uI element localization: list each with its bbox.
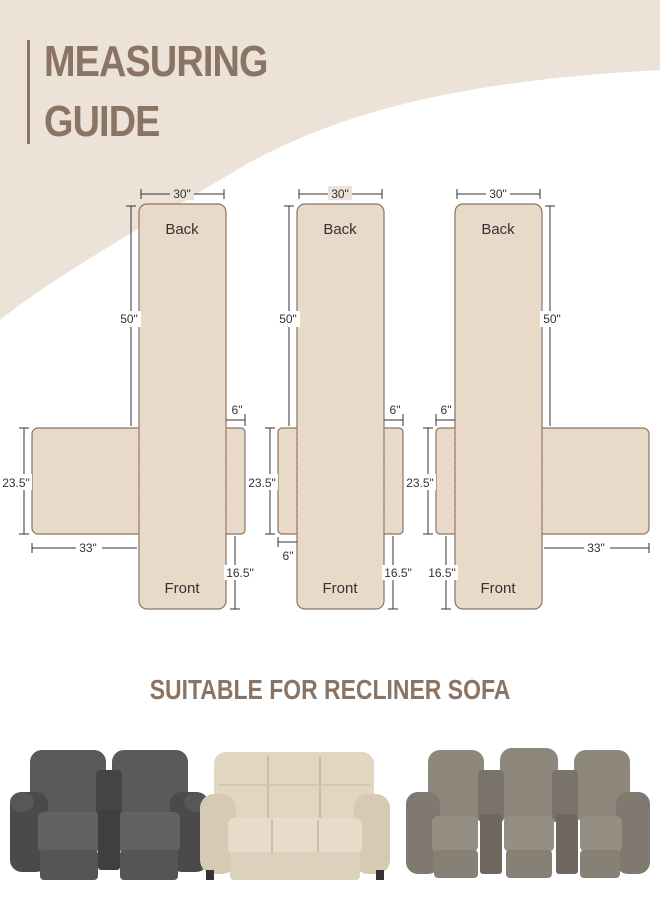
- front-length-dimension: 16.5": [428, 566, 456, 580]
- right-arm-panel: [535, 427, 650, 535]
- arm-height-dimension: 23.5": [406, 476, 434, 490]
- front-label: Front: [322, 580, 358, 597]
- diagram-right-arm-long: Back Front 30" 50" 6" 23.5" 33" 16.5": [406, 186, 650, 610]
- width-dimension: 30": [489, 187, 507, 201]
- left-arm-panel: [31, 427, 147, 535]
- front-label: Front: [480, 580, 516, 597]
- back-length-dimension: 50": [120, 312, 138, 326]
- diagram-both-arms-short: Back Front 30" 50" 6" 23.5" 6" 16.5": [248, 186, 414, 610]
- arm-length-dimension: 33": [587, 541, 605, 555]
- arm-height-dimension: 23.5": [2, 476, 30, 490]
- front-label: Front: [164, 580, 200, 597]
- title-accent-bar: [27, 40, 30, 144]
- three-seat-recliner-icon: [200, 752, 390, 880]
- seat-back-panel: [454, 203, 543, 610]
- diagram-left-arm-long: Back Front 30" 50" 6" 23.5" 33" 16.5": [2, 186, 256, 610]
- back-label: Back: [323, 221, 357, 238]
- arm-gap-dimension: 6": [232, 403, 243, 417]
- back-length-dimension: 50": [543, 312, 561, 326]
- suitable-heading: SUITABLE FOR RECLINER SOFA: [149, 674, 511, 705]
- front-length-dimension: 16.5": [384, 566, 412, 580]
- arm-gap-left-dimension: 6": [283, 549, 294, 563]
- loveseat-recliner-icon: [10, 750, 208, 880]
- page-title-line2: GUIDE: [44, 97, 160, 146]
- page-title-line1: MEASURING: [44, 37, 268, 86]
- back-label: Back: [165, 221, 199, 238]
- sofa-examples: [10, 748, 650, 880]
- back-label: Back: [481, 221, 515, 238]
- seat-back-panel: [138, 203, 227, 610]
- arm-gap-right-dimension: 6": [390, 403, 401, 417]
- measuring-diagrams: .panel { fill: #e8d9c9; stroke: #8a7463;…: [2, 186, 650, 610]
- seat-back-panel: [296, 203, 385, 610]
- width-dimension: 30": [331, 187, 349, 201]
- front-length-dimension: 16.5": [226, 566, 254, 580]
- console-recliner-icon: [406, 748, 650, 878]
- arm-gap-dimension: 6": [441, 403, 452, 417]
- width-dimension: 30": [173, 187, 191, 201]
- arm-length-dimension: 33": [79, 541, 97, 555]
- back-length-dimension: 50": [279, 312, 297, 326]
- header-curve: [0, 0, 660, 320]
- arm-height-dimension: 23.5": [248, 476, 276, 490]
